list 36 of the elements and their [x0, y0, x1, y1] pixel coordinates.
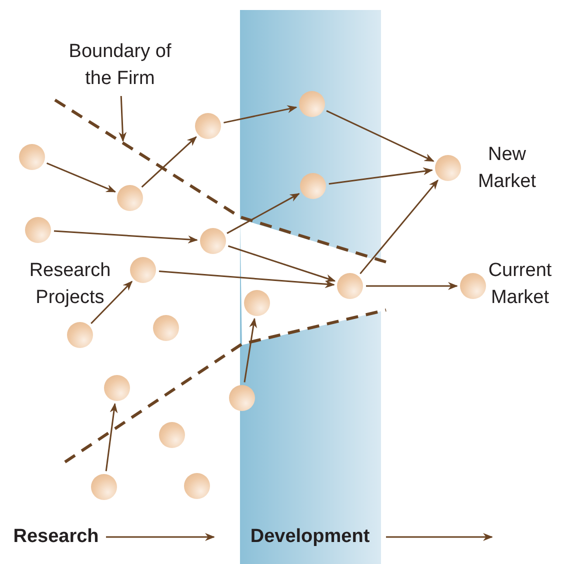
project-circle — [184, 473, 210, 499]
callout-text: Boundary of the Firm — [58, 38, 182, 92]
project-circle — [91, 474, 117, 500]
arrow — [158, 270, 335, 288]
project-circle — [104, 375, 130, 401]
project-circle — [229, 385, 255, 411]
arrow — [54, 230, 198, 244]
arrow — [328, 167, 434, 185]
project-circle — [117, 185, 143, 211]
project-circle — [195, 113, 221, 139]
project-circle — [19, 144, 45, 170]
project-circle — [435, 155, 461, 181]
arrow — [90, 280, 133, 324]
axis-label: Development — [249, 525, 371, 549]
leader-line — [118, 96, 127, 142]
project-circle — [130, 257, 156, 283]
project-circle — [67, 322, 93, 348]
project-circle — [460, 273, 486, 299]
project-circle — [153, 315, 179, 341]
project-circle — [200, 228, 226, 254]
arrow — [366, 282, 458, 290]
market-label: New Market — [476, 143, 538, 194]
arrow — [224, 105, 298, 124]
project-circle — [159, 422, 185, 448]
arrow — [141, 136, 197, 188]
arrow — [46, 162, 116, 192]
text-label: Research Projects — [28, 259, 112, 310]
axis-label: Research — [12, 525, 100, 549]
arrow — [326, 110, 434, 162]
arrow — [360, 180, 438, 274]
project-circle — [25, 217, 51, 243]
arrow — [228, 245, 336, 282]
arrow — [226, 193, 300, 234]
arrow — [105, 402, 118, 472]
arrow — [244, 318, 258, 382]
market-label: Current Market — [487, 259, 553, 310]
